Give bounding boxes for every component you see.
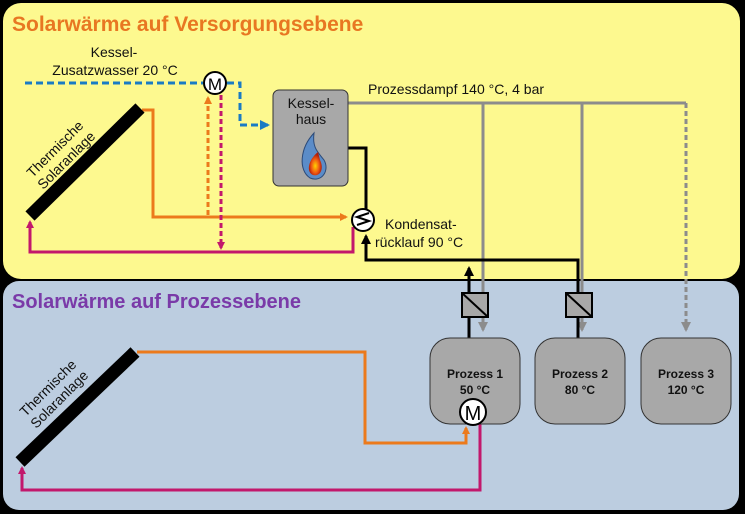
svg-text:M: M xyxy=(208,75,222,94)
top-mixing-valve: M xyxy=(203,71,227,95)
heat-exchanger xyxy=(351,208,375,232)
condensate-label-2: rücklauf 90 °C xyxy=(375,234,463,250)
svg-text:50 °C: 50 °C xyxy=(460,383,490,397)
svg-text:M: M xyxy=(465,403,482,425)
bottom-solar-collector xyxy=(15,347,140,467)
svg-text:haus: haus xyxy=(296,111,326,127)
svg-text:Prozess 1: Prozess 1 xyxy=(447,367,503,381)
top-solar-supply-line xyxy=(142,108,348,221)
bottom-solar-return-line xyxy=(18,424,482,492)
bottom-solar-supply-line xyxy=(137,350,470,445)
process-2-heat-exchanger xyxy=(565,292,593,318)
top-panel xyxy=(3,3,740,279)
process-3: Prozess 3 120 °C xyxy=(640,337,732,425)
svg-text:Prozess 2: Prozess 2 xyxy=(552,367,608,381)
bottom-title: Solarwärme auf Prozessebene xyxy=(12,291,301,313)
svg-text:Kessel-: Kessel- xyxy=(288,95,335,111)
bottom-mixing-valve: M xyxy=(459,398,487,426)
bottom-panel xyxy=(3,281,739,510)
makeup-water-label-1: Kessel- xyxy=(91,44,138,60)
top-title: Solarwärme auf Versorgungsebene xyxy=(12,13,363,36)
top-solar-return-line xyxy=(26,220,355,254)
makeup-water-to-boiler-line xyxy=(227,81,270,130)
steam-label: Prozessdampf 140 °C, 4 bar xyxy=(368,81,544,97)
condensate-return-line xyxy=(361,234,580,315)
process-1: Prozess 1 50 °C xyxy=(429,337,521,425)
svg-text:120 °C: 120 °C xyxy=(668,383,705,397)
boiler-house: Kessel- haus xyxy=(272,89,349,187)
process-1-heat-exchanger xyxy=(461,292,489,318)
process-2: Prozess 2 80 °C xyxy=(534,337,626,425)
top-solar-collector xyxy=(25,103,145,221)
svg-text:80 °C: 80 °C xyxy=(565,383,595,397)
svg-text:Prozess 3: Prozess 3 xyxy=(658,367,714,381)
condensate-label-1: Kondensat- xyxy=(385,216,457,232)
condensate-to-boiler-line xyxy=(348,146,368,209)
makeup-water-label-2: Zusatzwasser 20 °C xyxy=(52,62,177,78)
